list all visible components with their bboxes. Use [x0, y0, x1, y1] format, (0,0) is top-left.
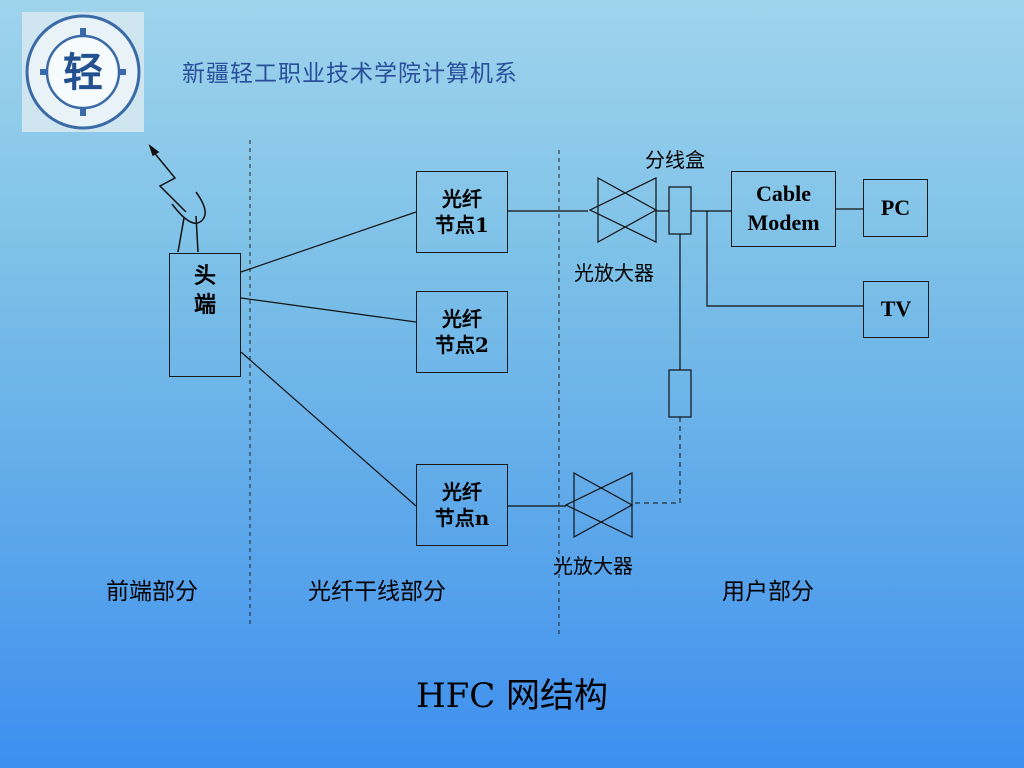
splitter-box-top	[668, 186, 692, 235]
link-tap-amp-dashed	[633, 417, 681, 504]
amplifier-label-top: 光放大器	[574, 261, 654, 285]
link-headend-node2	[240, 297, 417, 323]
amplifier-icon-top	[588, 176, 658, 244]
fiber-node-1: 光纤 节点1	[416, 171, 508, 253]
splitter-box-bottom	[668, 369, 692, 418]
link-headend-node1	[240, 211, 417, 273]
amplifier-label-bottom: 光放大器	[553, 554, 633, 578]
splitter-label: 分线盒	[645, 148, 705, 172]
cable-modem-box: Cable Modem	[731, 171, 836, 247]
satellite-dish-icon	[148, 143, 206, 253]
link-splitter-tv	[706, 211, 863, 307]
school-logo: 轻	[22, 12, 144, 132]
section-label-user: 用户部分	[722, 579, 814, 605]
section-label-frontend: 前端部分	[106, 579, 198, 605]
link-headend-noden	[240, 351, 417, 507]
diagram-title: HFC 网结构	[415, 676, 609, 716]
pc-box: PC	[863, 179, 928, 237]
amplifier-icon-bottom	[564, 471, 634, 539]
header-title: 新疆轻工职业技术学院计算机系	[182, 61, 518, 87]
fiber-node-n: 光纤 节点n	[416, 464, 508, 546]
section-label-fiber-trunk: 光纤干线部分	[308, 579, 446, 605]
fiber-node-2: 光纤 节点2	[416, 291, 508, 373]
tv-box: TV	[863, 281, 929, 338]
headend-box: 头 端	[169, 253, 241, 377]
svg-text:轻: 轻	[63, 49, 103, 96]
